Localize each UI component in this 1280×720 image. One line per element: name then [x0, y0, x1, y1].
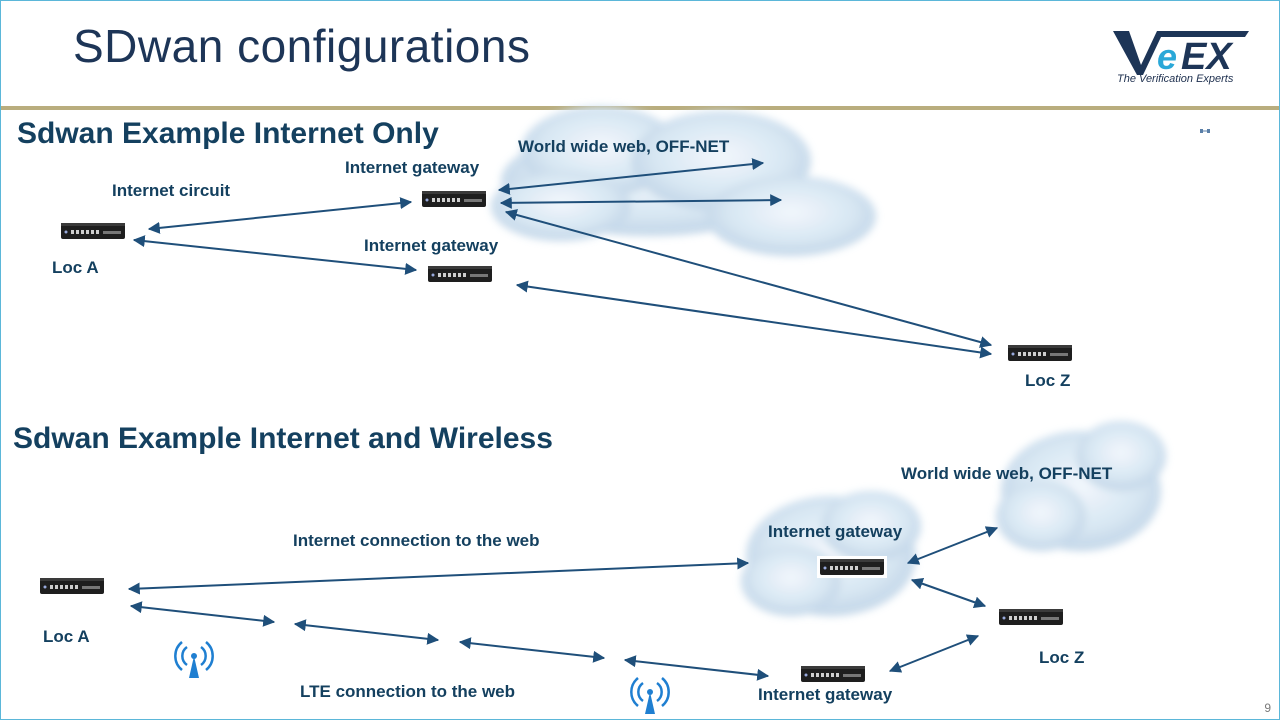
double-headed-arrow [127, 557, 750, 595]
label-loc-a-2: Loc A [43, 627, 90, 646]
label-gateway-mid: Internet gateway [364, 236, 499, 255]
double-headed-arrow [147, 197, 413, 234]
label-lte-connection: LTE connection to the web [300, 682, 516, 701]
label-loc-z-2: Loc Z [1039, 648, 1085, 667]
label-loc-a: Loc A [52, 258, 99, 277]
network-router-icon [40, 578, 104, 594]
network-router-icon [801, 666, 865, 682]
network-router-icon [999, 609, 1063, 625]
header-divider [1, 106, 1279, 110]
double-headed-arrow [129, 601, 276, 627]
double-headed-arrow [132, 235, 418, 275]
network-router-icon [61, 223, 125, 239]
double-headed-arrow [497, 158, 765, 195]
link-icon [1200, 129, 1210, 133]
cloud-icon [741, 491, 921, 616]
label-gateway-top: Internet gateway [345, 158, 480, 177]
cloud-icon [996, 421, 1166, 551]
slide-title: SDwan configurations [73, 20, 531, 72]
cloud-icon [491, 106, 876, 256]
section-heading-internet-only: Sdwan Example Internet Only [17, 117, 439, 150]
double-headed-arrow [910, 577, 987, 609]
double-headed-arrow [888, 634, 980, 673]
wireless-antenna-icon [630, 676, 670, 716]
svg-text:EX: EX [1181, 36, 1234, 78]
label-gateway-cloud: Internet gateway [768, 522, 903, 541]
double-headed-arrow [293, 619, 440, 645]
label-www-2: World wide web, OFF-NET [901, 464, 1113, 483]
double-headed-arrow [623, 655, 770, 681]
veex-logo: e EX [1113, 31, 1249, 78]
wireless-antenna-icon [174, 640, 214, 680]
network-router-icon [1008, 345, 1072, 361]
double-headed-arrow [499, 194, 783, 209]
label-gateway-bottom: Internet gateway [758, 685, 893, 704]
double-headed-arrow [515, 280, 993, 359]
label-internet-circuit: Internet circuit [112, 181, 231, 200]
double-headed-arrow [906, 526, 999, 565]
svg-text:e: e [1157, 36, 1177, 77]
network-router-icon [820, 559, 884, 575]
network-router-icon [422, 191, 486, 207]
label-internet-connection: Internet connection to the web [293, 531, 540, 550]
network-router-icon [428, 266, 492, 282]
logo-tagline: The Verification Experts [1117, 73, 1234, 85]
double-headed-arrow [458, 637, 606, 663]
section-heading-internet-wireless: Sdwan Example Internet and Wireless [13, 422, 553, 455]
page-number: 9 [1264, 701, 1271, 715]
label-loc-z: Loc Z [1025, 371, 1071, 390]
label-www: World wide web, OFF-NET [518, 137, 730, 156]
